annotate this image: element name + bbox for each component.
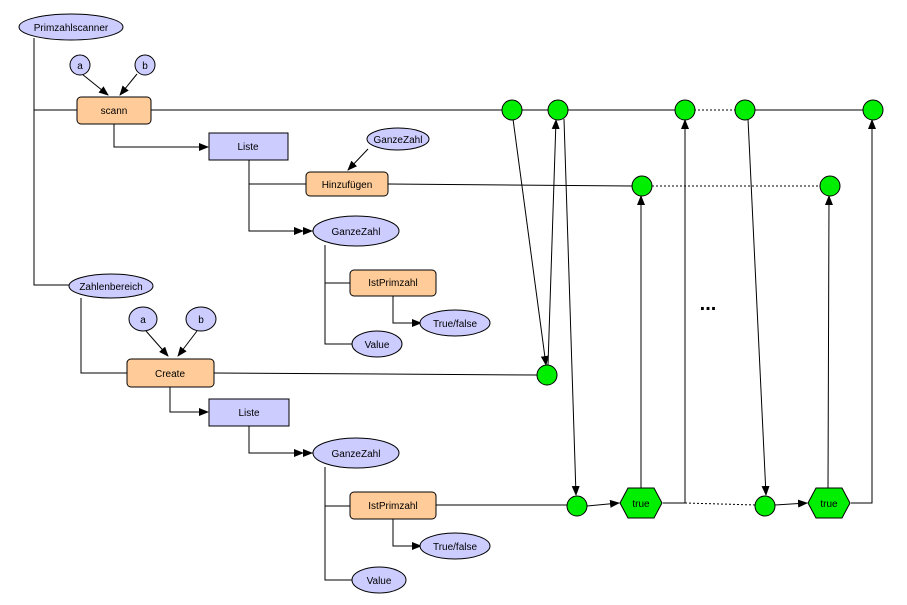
- range-param-b: b: [185, 306, 217, 332]
- scann-check-label: IstPrimzahl: [368, 278, 417, 289]
- range-list-label: Liste: [238, 408, 260, 419]
- state-node: [674, 99, 696, 121]
- scann-param-a-label: a: [77, 61, 83, 72]
- scann-check: IstPrimzahl: [349, 269, 437, 297]
- add-param-label: GanzeZahl: [374, 135, 423, 146]
- range-item: GanzeZahl: [312, 437, 400, 469]
- range-value: Value: [351, 566, 407, 594]
- scann-list: Liste: [208, 132, 289, 161]
- state-node: [501, 99, 523, 121]
- check-to-result-arrow: [392, 296, 422, 327]
- scann-value: Value: [351, 330, 403, 358]
- root-object: Primzahlscanner: [18, 13, 124, 41]
- scann-param-a: a: [69, 54, 91, 76]
- range-check-label: IstPrimzahl: [368, 501, 417, 512]
- state-nodes: [501, 99, 884, 517]
- range-result: True/false: [419, 532, 491, 560]
- state-node: [734, 99, 756, 121]
- create-to-list-arrow: [169, 387, 209, 416]
- scann-to-list-arrow: [113, 124, 209, 151]
- add-method: Hinzufügen: [305, 171, 389, 197]
- true-state-1: true: [619, 487, 663, 519]
- add-timeline: [387, 183, 633, 187]
- range-item-label: GanzeZahl: [332, 449, 381, 460]
- b-to-scann-arrow: [119, 73, 138, 96]
- add-param: GanzeZahl: [366, 127, 430, 151]
- create-timeline: [213, 372, 538, 376]
- range-value-label: Value: [367, 576, 392, 587]
- range-label: Zahlenbereich: [79, 282, 142, 293]
- root-label: Primzahlscanner: [34, 23, 109, 34]
- root-oval: [18, 13, 124, 41]
- true-state-1-label: true: [632, 499, 650, 510]
- range-param-a: a: [128, 306, 158, 332]
- range-param-a-label: a: [140, 315, 146, 326]
- range-a-arrow: [145, 330, 169, 357]
- check2-to-result-arrow: [392, 519, 422, 550]
- range-b-arrow: [177, 330, 198, 357]
- state-node: [536, 364, 558, 386]
- list2-to-item-arrow: [248, 426, 313, 457]
- scann-param-b: b: [134, 54, 156, 76]
- param-to-add-arrow: [347, 148, 369, 171]
- scann-list-label: Liste: [237, 142, 259, 153]
- create-method-label: Create: [155, 369, 185, 380]
- state-node: [754, 495, 776, 517]
- true-state-2-label: true: [820, 499, 838, 510]
- connectors: [33, 38, 876, 581]
- create-method: Create: [126, 358, 215, 388]
- true-state-2: true: [807, 487, 851, 519]
- range-list: Liste: [208, 398, 290, 427]
- state-node: [862, 99, 884, 121]
- scann-value-label: Value: [365, 340, 390, 351]
- list-to-item-arrow: [248, 184, 313, 235]
- state-node: [566, 495, 588, 517]
- state-node: [631, 175, 653, 197]
- state-node: [819, 175, 841, 197]
- scann-method-label: scann: [101, 106, 128, 117]
- scann-result: True/false: [419, 309, 491, 337]
- ellipsis-text: ...: [700, 293, 717, 315]
- scann-result-label: True/false: [433, 319, 478, 330]
- range-check: IstPrimzahl: [349, 491, 437, 520]
- range-object: Zahlenbereich: [68, 273, 154, 299]
- root-to-range-line: [33, 38, 70, 286]
- a-to-scann-arrow: [81, 73, 109, 96]
- scann-item-label: GanzeZahl: [332, 227, 381, 238]
- scann-item: GanzeZahl: [312, 215, 400, 247]
- state-node: [547, 99, 569, 121]
- range-result-label: True/false: [433, 542, 478, 553]
- range-param-b-label: b: [198, 315, 204, 326]
- add-method-label: Hinzufügen: [322, 180, 373, 191]
- scann-method: scann: [76, 96, 152, 125]
- scann-param-b-label: b: [142, 61, 148, 72]
